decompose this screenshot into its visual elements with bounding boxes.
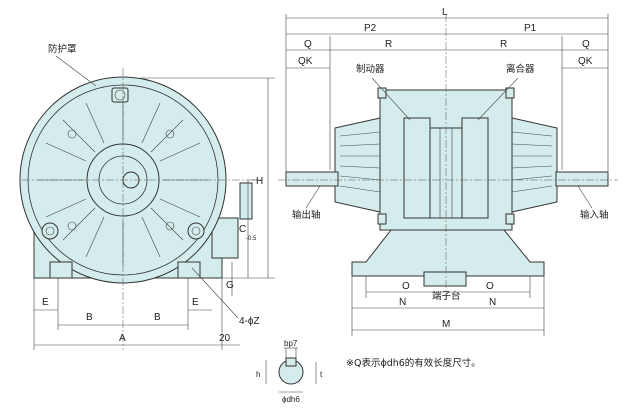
dim-R-left: R (385, 39, 392, 50)
dim-P2: P2 (364, 23, 377, 34)
dim-O-left: O (402, 281, 410, 292)
dim-4Z: 4-ϕZ (239, 316, 260, 327)
dim-M: M (442, 319, 450, 330)
dim-P1: P1 (524, 23, 537, 34)
label-guard: 防护罩 (48, 43, 77, 55)
dim-Q-right: Q (582, 39, 590, 50)
label-clutch: 离合器 (506, 63, 535, 75)
dim-Q-left: Q (304, 39, 312, 50)
shaft-key-detail: bp7 h t ϕdh6 ※Q表示ϕdh6的有效长度尺寸。 (256, 339, 481, 404)
label-output-shaft: 输出轴 (292, 209, 321, 221)
dim-h: h (256, 370, 260, 379)
front-view (19, 68, 262, 350)
dim-E-left: E (42, 297, 49, 308)
dim-N-right: N (489, 297, 496, 308)
dim-t: t (320, 370, 323, 379)
label-input-shaft: 输入轴 (580, 209, 609, 221)
dim-20: 20 (219, 333, 231, 344)
label-brake: 制动器 (356, 63, 385, 75)
dim-bp7: bp7 (284, 339, 298, 348)
dim-E-right: E (192, 297, 199, 308)
dim-O-right: O (486, 281, 494, 292)
dim-L: L (442, 7, 448, 18)
note-text: ※Q表示ϕdh6的有效长度尺寸。 (346, 357, 481, 369)
dim-H: H (256, 176, 263, 187)
dim-R-right: R (500, 39, 507, 50)
dim-QK-left: QK (298, 56, 313, 67)
side-view (278, 14, 618, 300)
dim-A: A (119, 333, 126, 344)
dim-G: G (226, 280, 234, 291)
dim-B-left: B (86, 312, 93, 323)
side-view-dimensions: L P2 P1 Q R R Q QK QK 制动器 离合器 输出轴 输入轴 端子… (285, 7, 609, 336)
dim-C: C (239, 224, 246, 235)
front-view-dimensions: H C -0.5 G E E B B A 20 4-ϕZ 防护罩 (33, 43, 275, 350)
dim-B-right: B (154, 312, 161, 323)
dim-QK-right: QK (578, 56, 593, 67)
dim-C-tolerance: -0.5 (246, 236, 257, 242)
label-terminal-box: 端子台 (432, 290, 461, 302)
dim-dh6: ϕdh6 (282, 395, 300, 404)
dim-N-left: N (399, 297, 406, 308)
